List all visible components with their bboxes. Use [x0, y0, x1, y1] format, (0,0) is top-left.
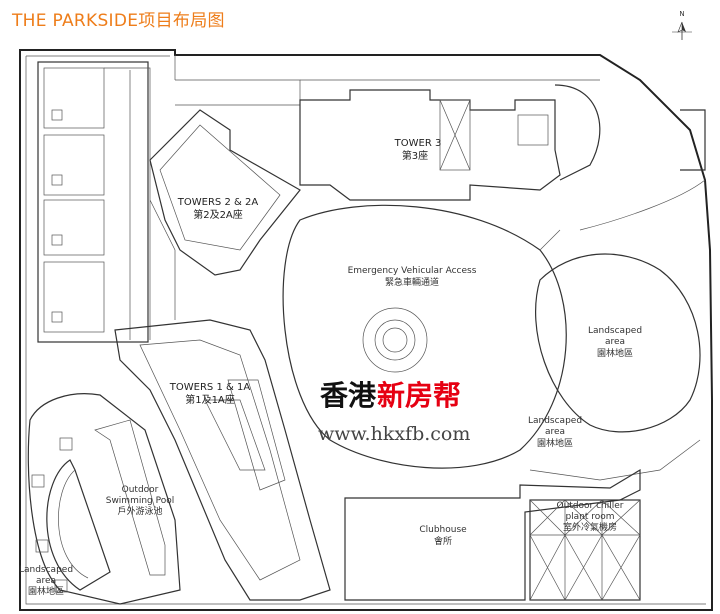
landscape-left-label-zh: 園林地區	[28, 585, 64, 597]
emergency-vehicular-access	[282, 204, 567, 469]
tower-3-label-zh: 第3座	[402, 149, 428, 162]
page-title: THE PARKSIDE项目布局图	[12, 11, 225, 31]
watermark: 香港 新房帮 www.hkxfb.com	[318, 379, 470, 445]
north-arrow: N	[672, 10, 692, 40]
site-boundary	[19, 49, 713, 611]
tower-3-building	[174, 55, 601, 201]
landscape-left-label-2: area	[36, 576, 56, 586]
landscape-left-label: Landscaped	[19, 565, 73, 575]
chiller-label-2: plant room	[565, 512, 614, 522]
clubhouse-building	[344, 468, 641, 601]
swimming-pool-area	[27, 393, 181, 605]
pool-label: Outdoor	[122, 485, 159, 495]
landscape-right-label-zh: 園林地區	[597, 347, 633, 359]
eva-label-zh: 緊急車輛通道	[385, 276, 439, 288]
pool-label-2: Swimming Pool	[106, 496, 175, 506]
tower-1-building	[114, 319, 331, 601]
watermark-part2: 新房帮	[377, 379, 461, 412]
chiller-label: Outdoor chiller	[557, 501, 624, 511]
towers-2-label-zh: 第2及2A座	[193, 208, 243, 221]
clubhouse-label: Clubhouse	[419, 525, 467, 535]
chiller-label-zh: 室外冷氣機房	[563, 521, 617, 533]
landscape-mid-label-2: area	[545, 427, 565, 437]
left-units	[37, 61, 176, 343]
towers-1-label-zh: 第1及1A座	[185, 393, 235, 406]
towers-2-label: TOWERS 2 & 2A	[177, 197, 259, 208]
landscape-right-label-2: area	[605, 337, 625, 347]
eva-label: Emergency Vehicular Access	[348, 266, 477, 276]
towers-1-label: TOWERS 1 & 1A	[169, 382, 251, 393]
watermark-part1: 香港	[320, 379, 377, 412]
clubhouse-label-zh: 會所	[434, 535, 452, 547]
landscape-mid-label-zh: 園林地區	[537, 437, 573, 449]
pool-label-zh: 戶外游泳池	[117, 505, 162, 517]
landscape-mid-label: Landscaped	[528, 416, 582, 426]
watermark-url: www.hkxfb.com	[318, 423, 470, 445]
landscape-right-label: Landscaped	[588, 326, 642, 336]
landscape-right	[529, 109, 706, 481]
tower-3-label: TOWER 3	[394, 138, 442, 149]
north-label: N	[679, 10, 684, 18]
